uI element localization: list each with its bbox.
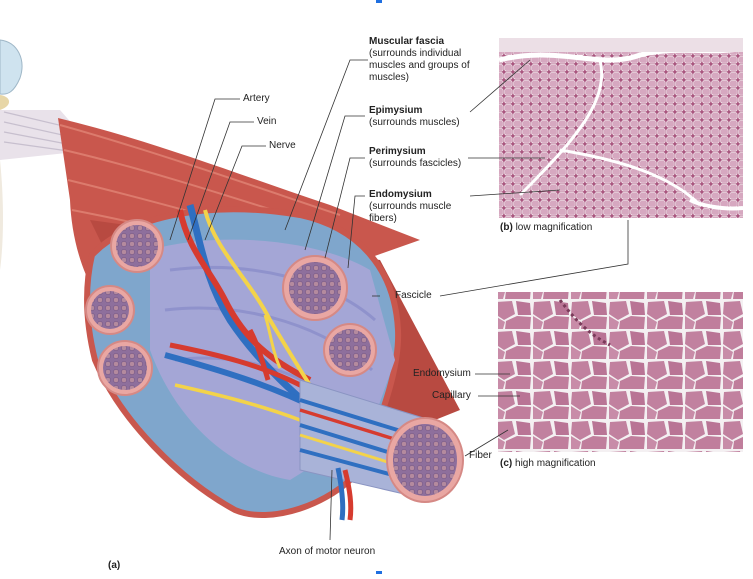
fascicles	[85, 219, 377, 396]
epimysium-title: Epimysium	[369, 105, 423, 116]
micrograph-high-magnification	[498, 292, 743, 452]
panel-b-caption: (b) low magnification	[500, 222, 592, 233]
muscular-fascia-desc: (surrounds individual muscles and groups…	[369, 48, 470, 83]
capillary-label: Capillary	[432, 390, 471, 401]
panel-c-text: high magnification	[515, 458, 596, 469]
muscular-fascia-callout: Muscular fascia (surrounds individual mu…	[369, 36, 484, 84]
vein-label: Vein	[257, 116, 277, 127]
axon-label: Axon of motor neuron	[279, 546, 376, 557]
muscular-fascia-title: Muscular fascia	[369, 36, 445, 47]
endomysium-callout: Endomysium (surrounds muscle fibers)	[369, 189, 469, 225]
panel-c-letter: (c)	[500, 458, 513, 469]
fiber-label: Fiber	[469, 450, 492, 461]
epimysium-callout: Epimysium (surrounds muscles)	[369, 105, 484, 129]
endomysium-desc: (surrounds muscle fibers)	[369, 201, 452, 224]
perimysium-title: Perimysium	[369, 146, 426, 157]
panel-c-caption: (c) high magnification	[500, 458, 596, 469]
endomysium-c-label: Endomysium	[413, 368, 471, 379]
crop-mark-bottom	[376, 571, 382, 574]
panel-b-text: low magnification	[515, 222, 593, 233]
perimysium-desc: (surrounds fascicles)	[369, 158, 462, 169]
fascicle-label: Fascicle	[395, 290, 432, 301]
extended-fascicle	[299, 379, 464, 521]
perimysium-callout: Perimysium (surrounds fascicles)	[369, 146, 484, 170]
epimysium-desc: (surrounds muscles)	[369, 117, 460, 128]
artery-label: Artery	[243, 93, 270, 104]
panel-a-caption: (a)	[108, 560, 120, 571]
panel-a-letter: (a)	[108, 560, 121, 571]
crop-mark-top	[376, 0, 382, 3]
nerve-label: Nerve	[269, 140, 296, 151]
micrograph-low-magnification	[498, 38, 744, 218]
panel-b-letter: (b)	[500, 222, 513, 233]
endomysium-title: Endomysium	[369, 189, 432, 200]
leader-lines	[169, 59, 629, 541]
